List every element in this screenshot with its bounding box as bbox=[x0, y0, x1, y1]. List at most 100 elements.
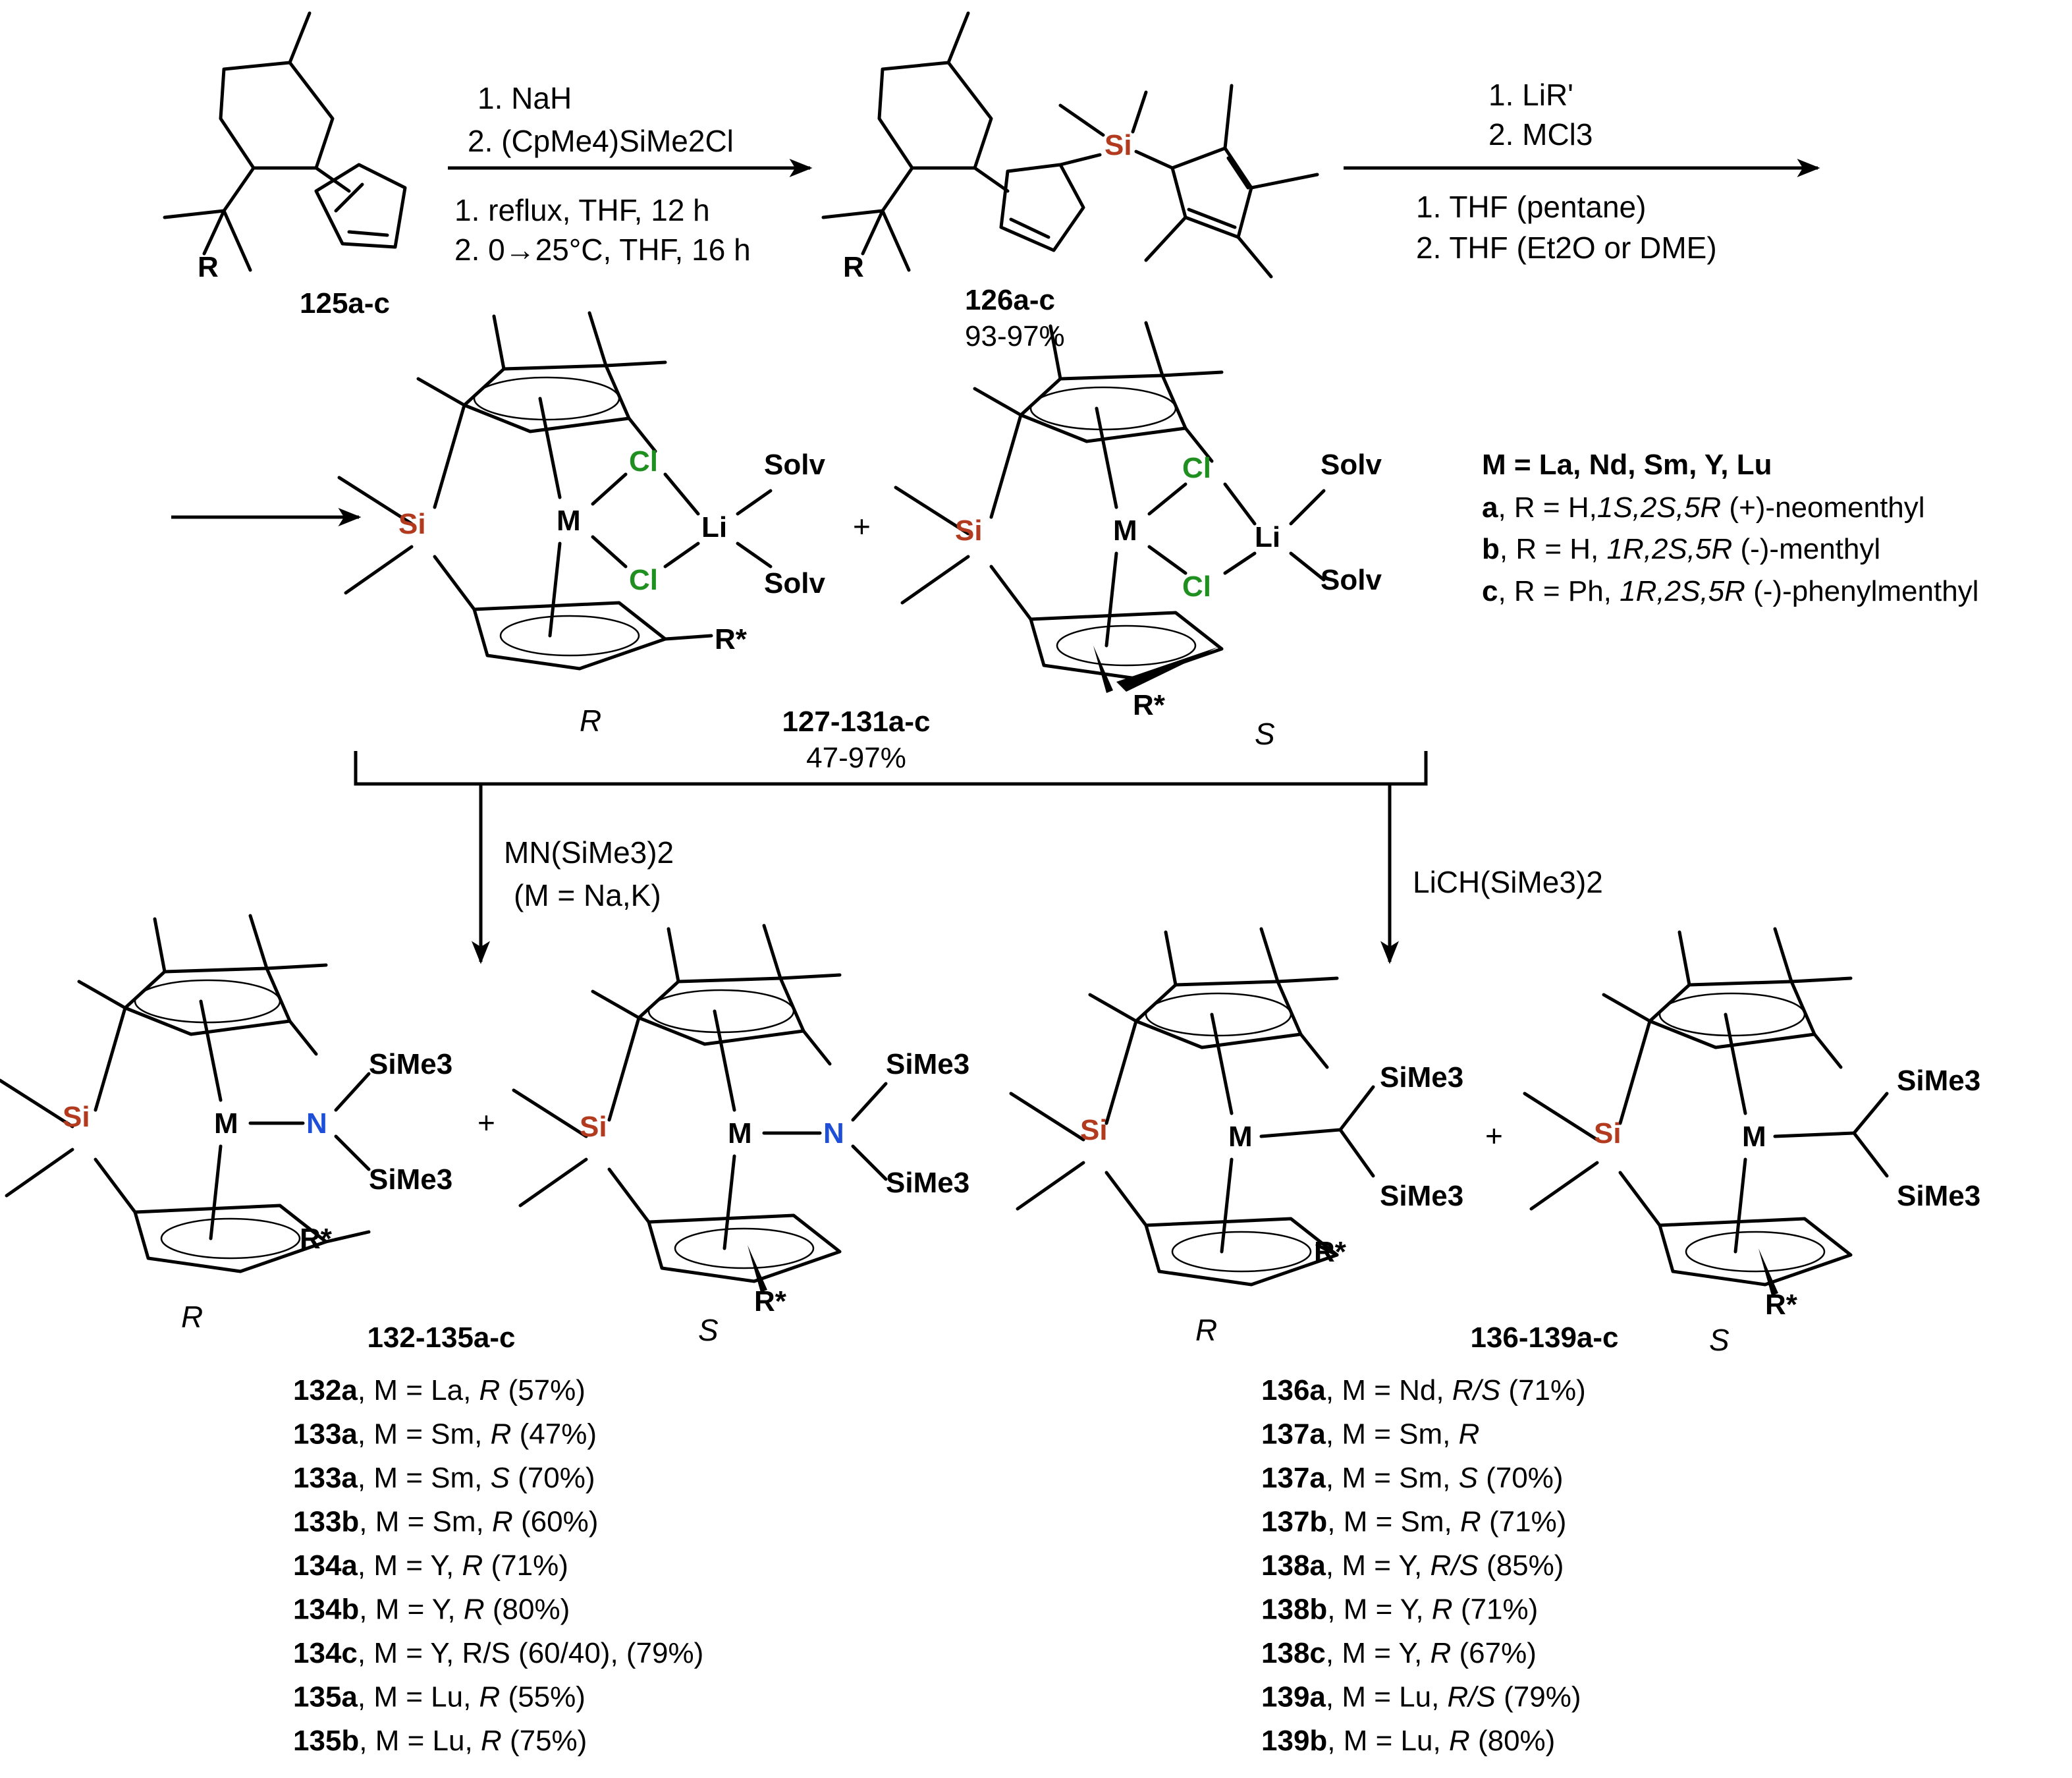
svg-text:S: S bbox=[698, 1313, 719, 1347]
yield-126: 93-97% bbox=[965, 320, 1065, 352]
list-item: 135a, M = Lu, R (55%) bbox=[293, 1681, 586, 1713]
svg-text:R*: R* bbox=[300, 1223, 333, 1255]
legend-metals: M = La, Nd, Sm, Y, Lu bbox=[1482, 449, 1772, 481]
list-item: 136a, M = Nd, R/S (71%) bbox=[1261, 1374, 1586, 1406]
plus-right: + bbox=[1485, 1119, 1503, 1153]
svg-text:Si: Si bbox=[955, 514, 983, 547]
list-item: 133b, M = Sm, R (60%) bbox=[293, 1506, 598, 1538]
compound-132-R: M N SiMe3 SiMe3 Si R* R bbox=[0, 916, 452, 1334]
compound-126: Si R 126a-c 93-97% bbox=[821, 11, 1319, 352]
svg-text:SiMe3: SiMe3 bbox=[1897, 1065, 1980, 1097]
step2-conditions: 1. LiR' 2. MCl3 1. THF (pentane) 2. THF … bbox=[1416, 78, 1717, 265]
svg-text:Si: Si bbox=[580, 1111, 607, 1143]
svg-text:LiCH(SiMe3)2: LiCH(SiMe3)2 bbox=[1413, 865, 1603, 899]
legend-b: b, R = H, 1R,2S,5R (-)-menthyl bbox=[1482, 533, 1880, 565]
svg-text:Cl: Cl bbox=[629, 445, 658, 478]
list-item: 139b, M = Lu, R (80%) bbox=[1261, 1725, 1555, 1757]
product-list-right: 136a, M = Nd, R/S (71%) 137a, M = Sm, R 13… bbox=[1261, 1374, 1586, 1757]
svg-text:Cl: Cl bbox=[629, 564, 658, 596]
svg-text:1. THF (pentane): 1. THF (pentane) bbox=[1416, 190, 1646, 224]
svg-text:2. MCl3: 2. MCl3 bbox=[1488, 117, 1593, 152]
svg-text:SiMe3: SiMe3 bbox=[369, 1048, 452, 1080]
plus-left: + bbox=[477, 1105, 495, 1140]
compound-127-S: Si M Cl Cl Li Solv Solv R* S bbox=[896, 323, 1382, 751]
list-item: 134a, M = Y, R (71%) bbox=[293, 1549, 568, 1582]
atom-si: Si bbox=[1104, 129, 1132, 161]
legend: M = La, Nd, Sm, Y, Lu a, R = H,1S,2S,5R … bbox=[1482, 449, 1978, 607]
atom-R: R bbox=[198, 251, 219, 283]
label-136: 136-139a-c bbox=[1470, 1321, 1618, 1354]
svg-text:(M = Na,K): (M = Na,K) bbox=[514, 878, 661, 912]
svg-text:Solv: Solv bbox=[1321, 449, 1382, 481]
list-item: 132a, M = La, R (57%) bbox=[293, 1374, 586, 1406]
svg-text:Li: Li bbox=[701, 511, 727, 543]
svg-text:Li: Li bbox=[1255, 521, 1280, 553]
list-item: 137b, M = Sm, R (71%) bbox=[1261, 1506, 1566, 1538]
svg-text:SiMe3: SiMe3 bbox=[1897, 1180, 1980, 1212]
product-list-left: 132a, M = La, R (57%) 133a, M = Sm, R (47… bbox=[293, 1374, 703, 1757]
label-125: 125a-c bbox=[300, 287, 390, 319]
branch-bracket: MN(SiMe3)2 (M = Na,K) LiCH(SiMe3)2 bbox=[354, 751, 1603, 964]
svg-text:R*: R* bbox=[1314, 1236, 1347, 1268]
list-item: 138c, M = Y, R (67%) bbox=[1261, 1637, 1537, 1669]
plus-row2: + bbox=[853, 509, 871, 543]
svg-text:Solv: Solv bbox=[764, 449, 825, 481]
step1-conditions: 1. NaH 2. (CpMe4)SiMe2Cl 1. reflux, THF,… bbox=[454, 81, 751, 267]
svg-text:N: N bbox=[823, 1117, 844, 1150]
svg-text:SiMe3: SiMe3 bbox=[369, 1163, 452, 1196]
svg-text:M: M bbox=[1742, 1121, 1766, 1153]
svg-text:SiMe3: SiMe3 bbox=[1380, 1180, 1463, 1212]
list-item: 139a, M = Lu, R/S (79%) bbox=[1261, 1681, 1581, 1713]
svg-text:1. LiR': 1. LiR' bbox=[1488, 78, 1573, 112]
svg-text:SiMe3: SiMe3 bbox=[886, 1048, 969, 1080]
svg-text:2. (CpMe4)SiMe2Cl: 2. (CpMe4)SiMe2Cl bbox=[468, 124, 734, 158]
svg-text:R: R bbox=[580, 704, 601, 738]
svg-text:M: M bbox=[214, 1107, 238, 1140]
svg-text:S: S bbox=[1709, 1323, 1730, 1357]
svg-text:SiMe3: SiMe3 bbox=[1380, 1061, 1463, 1094]
svg-text:Si: Si bbox=[1594, 1117, 1622, 1150]
svg-text:Solv: Solv bbox=[1321, 564, 1382, 596]
svg-text:R*: R* bbox=[1765, 1289, 1798, 1321]
svg-text:R*: R* bbox=[715, 623, 748, 655]
compound-136-S: M SiMe3 SiMe3 Si R* S bbox=[1525, 929, 1980, 1357]
svg-text:SiMe3: SiMe3 bbox=[886, 1167, 969, 1199]
svg-text:N: N bbox=[306, 1107, 327, 1140]
list-item: 133a, M = Sm, R (47%) bbox=[293, 1418, 597, 1451]
list-item: 134b, M = Y, R (80%) bbox=[293, 1594, 570, 1626]
label-132: 132-135a-c bbox=[367, 1321, 515, 1354]
svg-text:R: R bbox=[181, 1300, 203, 1334]
svg-text:M: M bbox=[1228, 1121, 1253, 1153]
svg-text:Cl: Cl bbox=[1182, 452, 1211, 484]
compound-127-R: Si M Cl Cl Li Solv Solv R* R bbox=[339, 313, 825, 738]
svg-text:Si: Si bbox=[1080, 1114, 1108, 1146]
svg-text:Si: Si bbox=[398, 508, 426, 540]
svg-text:2. THF (Et2O or DME): 2. THF (Et2O or DME) bbox=[1416, 231, 1717, 265]
compound-132-S: M N SiMe3 SiMe3 Si R* S bbox=[514, 926, 969, 1347]
list-item: 137a, M = Sm, R bbox=[1261, 1418, 1479, 1451]
compound-136-R: M SiMe3 SiMe3 Si R* R bbox=[1011, 929, 1463, 1347]
svg-text:2. 0→25°C, THF, 16 h: 2. 0→25°C, THF, 16 h bbox=[454, 233, 751, 267]
yield-127: 47-97% bbox=[806, 742, 906, 774]
svg-text:R*: R* bbox=[1133, 689, 1166, 721]
svg-text:Cl: Cl bbox=[1182, 570, 1211, 603]
svg-text:M: M bbox=[728, 1117, 752, 1150]
list-item: 135b, M = Lu, R (75%) bbox=[293, 1725, 587, 1757]
svg-text:1. reflux, THF, 12 h: 1. reflux, THF, 12 h bbox=[454, 193, 710, 227]
legend-a: a, R = H,1S,2S,5R (+)-neomenthyl bbox=[1482, 491, 1925, 524]
svg-text:R: R bbox=[1195, 1313, 1217, 1347]
list-item: 133a, M = Sm, S (70%) bbox=[293, 1462, 595, 1494]
svg-text:Solv: Solv bbox=[764, 567, 825, 599]
svg-text:S: S bbox=[1255, 717, 1275, 751]
list-item: 138b, M = Y, R (71%) bbox=[1261, 1594, 1538, 1626]
legend-c: c, R = Ph, 1R,2S,5R (-)-phenylmenthyl bbox=[1482, 575, 1978, 607]
svg-text:Si: Si bbox=[63, 1101, 90, 1133]
svg-text:M: M bbox=[557, 505, 581, 537]
svg-text:M: M bbox=[1113, 514, 1137, 547]
label-127: 127-131a-c bbox=[782, 706, 930, 738]
atom-R: R bbox=[843, 251, 864, 283]
list-item: 137a, M = Sm, S (70%) bbox=[1261, 1462, 1564, 1494]
svg-text:1. NaH: 1. NaH bbox=[477, 81, 572, 115]
list-item: 134c, M = Y, R/S (60/40), (79%) bbox=[293, 1637, 703, 1669]
